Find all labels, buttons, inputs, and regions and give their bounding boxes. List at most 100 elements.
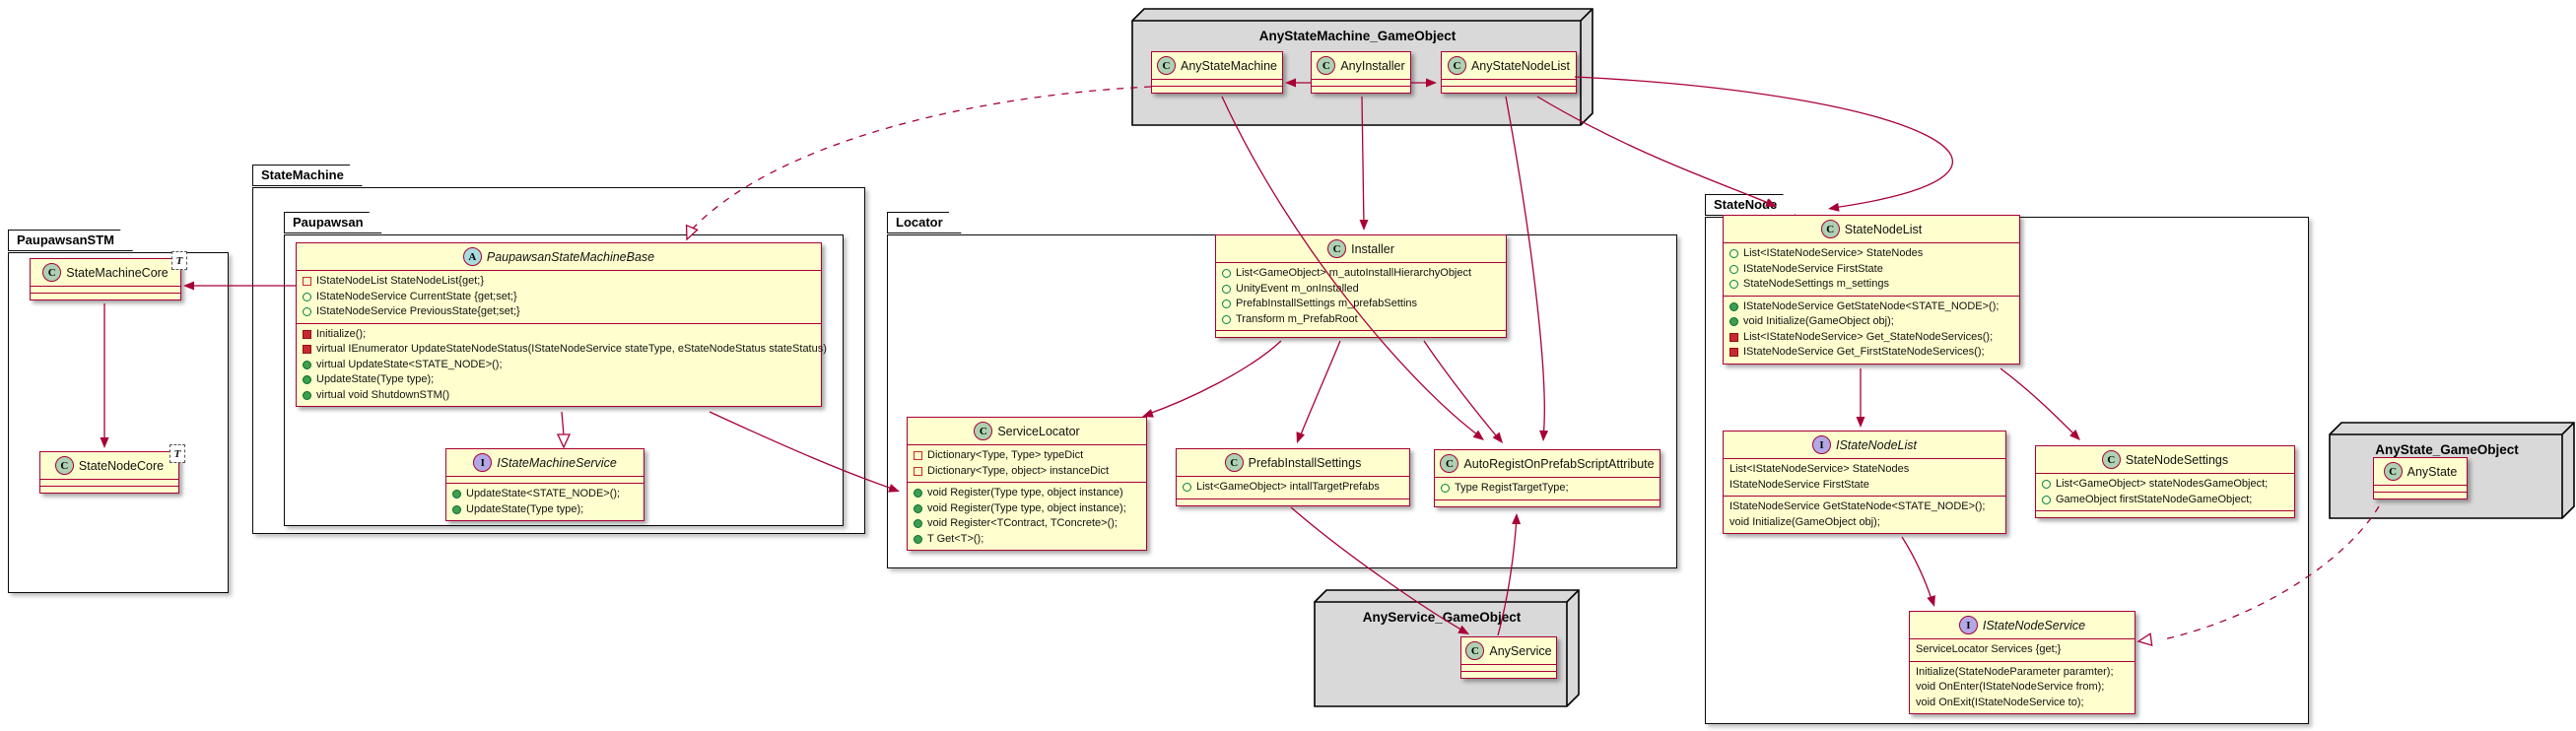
member-text: IStateNodeService GetStateNode<STATE_NOD… [1743,299,2000,312]
class-name: AnyState [2407,464,2458,479]
member-text: UpdateState<STATE_NODE>(); [466,488,621,499]
class-name: Installer [1351,241,1394,256]
generic-type-tag: T [171,251,187,270]
method-private-icon [1729,332,1738,342]
member-text: Dictionary<Type, Type> typeDict [927,449,1084,461]
class-icon: C [54,456,74,475]
member-row: void OnExit(IStateNodeService to); [1916,696,2129,711]
member-text: IStateNodeService FirstState [1729,478,1869,491]
fields-compartment: IStateNodeList StateNodeList{get;}IState… [297,270,821,323]
package-tab-locator: Locator [887,212,962,233]
class-icon: C [1317,56,1336,75]
method-public-icon [914,489,922,498]
member-text: IStateNodeService CurrentState {get;set;… [316,290,517,302]
methods-compartment: UpdateState<STATE_NODE>();UpdateState(Ty… [446,483,644,520]
field-public-icon [1183,483,1191,493]
generic-type-tag: T [169,444,185,463]
fields-compartment: Type RegistTargetType; [1435,477,1660,499]
member-text: virtual UpdateState<STATE_NODE>(); [316,358,503,370]
member-row: StateNodeSettings m_settings [1729,277,2013,293]
field-private-icon [914,466,922,476]
member-row: void Register<TContract, TConcrete>(); [914,516,1140,532]
class-name: ServiceLocator [997,424,1080,438]
member-text: void Initialize(GameObject obj); [1743,315,1894,327]
class-name: IStateNodeList [1836,437,1917,452]
member-row: IStateNodeService Get_FirstStateNodeServ… [1729,345,2013,361]
member-row: IStateNodeService GetStateNode<STATE_NOD… [1729,499,2000,515]
method-public-icon [1729,317,1738,327]
member-row: Initialize(); [303,327,815,343]
member-row: List<IStateNodeService> StateNodes [1729,246,2013,262]
member-row: List<GameObject> m_autoInstallHierarchyO… [1222,266,1500,282]
member-row: IStateNodeService CurrentState {get;set;… [303,290,815,305]
member-row: Initialize(StateNodeParameter paramter); [1916,665,2129,681]
member-text: Dictionary<Type, object> instanceDict [927,464,1110,477]
member-text: Initialize(); [316,327,367,340]
member-row: List<GameObject> intallTargetPrefabs [1183,480,1403,496]
member-row: Dictionary<Type, Type> typeDict [914,448,1140,464]
member-text: UpdateState(Type type); [316,373,435,385]
class-name: StateNodeCore [78,458,165,473]
class-icon: C [42,263,62,282]
member-text: StateNodeSettings m_settings [1743,278,1889,290]
class-icon: C [1224,453,1244,472]
member-row: IStateNodeService FirstState [1729,262,2013,278]
field-public-icon [1729,280,1738,290]
member-text: Type RegistTargetType; [1455,482,1569,494]
member-text: Initialize(StateNodeParameter paramter); [1916,665,2114,678]
class-icon: C [1820,220,1840,238]
member-text: virtual void ShutdownSTM() [316,388,450,401]
method-public-icon [914,519,922,529]
member-row: Dictionary<Type, object> instanceDict [914,464,1140,480]
member-row: void Initialize(GameObject obj); [1729,314,2013,330]
member-text: void Register(Type type, object instance… [927,501,1126,514]
field-public-icon [1222,269,1231,279]
class-name: AnyStateMachine [1181,58,1277,73]
member-text: Transform m_PrefabRoot [1236,312,1358,325]
node-title: AnyState_GameObject [2375,442,2519,457]
member-row: IStateNodeList StateNodeList{get;} [303,274,815,290]
member-text: List<GameObject> m_autoInstallHierarchyO… [1236,267,1472,279]
member-row: Transform m_PrefabRoot [1222,312,1500,328]
member-row: List<GameObject> stateNodesGameObject; [2042,477,2288,493]
method-private-icon [303,345,311,355]
fields-compartment: List<GameObject> intallTargetPrefabs [1177,476,1409,498]
class-icon: C [1327,239,1347,258]
method-public-icon [1729,301,1738,311]
member-text: List<IStateNodeService> StateNodes [1729,463,1910,475]
methods-compartment: Initialize(StateNodeParameter paramter);… [1910,660,2135,714]
method-public-icon [914,534,922,544]
node-title: AnyStateMachine_GameObject [1258,29,1457,43]
class-name: StateMachineCore [66,265,169,280]
member-row: IStateNodeService GetStateNode<STATE_NOD… [1729,299,2013,315]
method-public-icon [452,490,461,499]
member-row: PrefabInstallSettings m_prefabSettins [1222,297,1500,312]
member-text: void Register<TContract, TConcrete>(); [927,517,1118,529]
member-row: IStateNodeService PreviousState{get;set;… [303,304,815,320]
member-text: PrefabInstallSettings m_prefabSettins [1236,298,1418,309]
interface-icon: I [1958,616,1978,634]
member-text: void OnEnter(IStateNodeService from); [1916,681,2105,693]
methods-compartment: void Register(Type type, object instance… [908,482,1146,550]
member-text: UnityEvent m_onInstalled [1236,282,1359,295]
member-text: void Register(Type type, object instance… [927,487,1123,498]
class-statemachinecore: T C StateMachineCore [30,251,187,300]
fields-compartment: List<GameObject> m_autoInstallHierarchyO… [1216,262,1506,330]
method-public-icon [914,503,922,513]
field-public-icon [1222,299,1231,309]
member-row: void Register(Type type, object instance… [914,501,1140,517]
method-public-icon [303,375,311,385]
member-text: IStateNodeService FirstState [1743,262,1883,275]
member-text: IStateNodeService Get_FirstStateNodeServ… [1743,346,1985,358]
package-paupawsanstm [8,252,229,593]
field-public-icon [1441,484,1450,494]
field-public-icon [2042,495,2051,504]
